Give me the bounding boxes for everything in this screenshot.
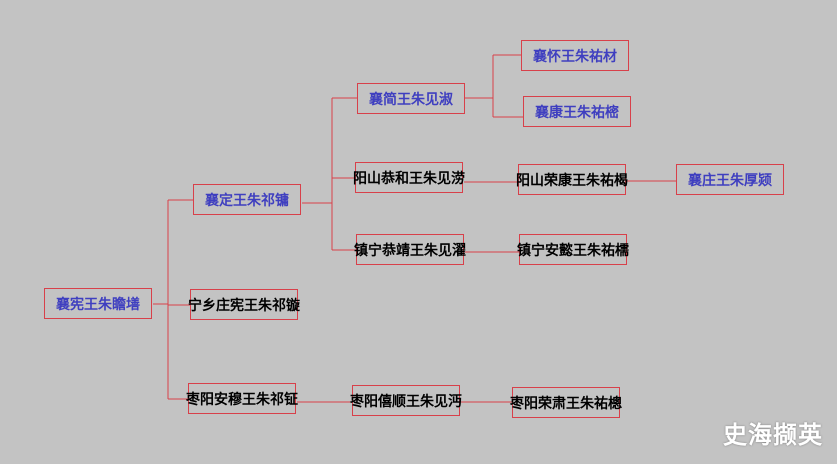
node-yangshan-gonghe: 阳山恭和王朱见涝 bbox=[353, 162, 465, 193]
node-xiangzhuang: 襄庄王朱厚颎 bbox=[676, 164, 784, 195]
node-zhenning-gongjing: 镇宁恭靖王朱见濯 bbox=[354, 234, 466, 265]
watermark: 史海撷英 bbox=[723, 421, 823, 449]
node-zhenning-anyi: 镇宁安懿王朱祐檽 bbox=[517, 234, 629, 265]
node-zaoyang-xishun: 枣阳僖顺王朱见沔 bbox=[350, 385, 462, 416]
node-zaoyang-rongsu: 枣阳荣肃王朱祐樬 bbox=[510, 387, 622, 418]
node-xianghuai: 襄怀王朱祐材 bbox=[521, 40, 629, 71]
node-root: 襄宪王朱瞻墡 bbox=[44, 288, 152, 319]
node-yangshan-rongkang: 阳山荣康王朱祐楬 bbox=[516, 164, 628, 195]
node-zaoyang-anmu: 枣阳安穆王朱祁钲 bbox=[186, 383, 298, 414]
node-xiangjian: 襄简王朱见淑 bbox=[357, 83, 465, 114]
line-yangshan bbox=[464, 180, 676, 183]
node-xiangkang: 襄康王朱祐樒 bbox=[523, 96, 631, 127]
line-xiangding-children bbox=[302, 97, 357, 251]
node-ningxiang: 宁乡庄宪王朱祁镟 bbox=[188, 289, 300, 320]
line-root-children bbox=[153, 199, 193, 400]
node-xiangding: 襄定王朱祁镛 bbox=[193, 184, 301, 215]
line-xiangjian-children bbox=[465, 54, 523, 118]
